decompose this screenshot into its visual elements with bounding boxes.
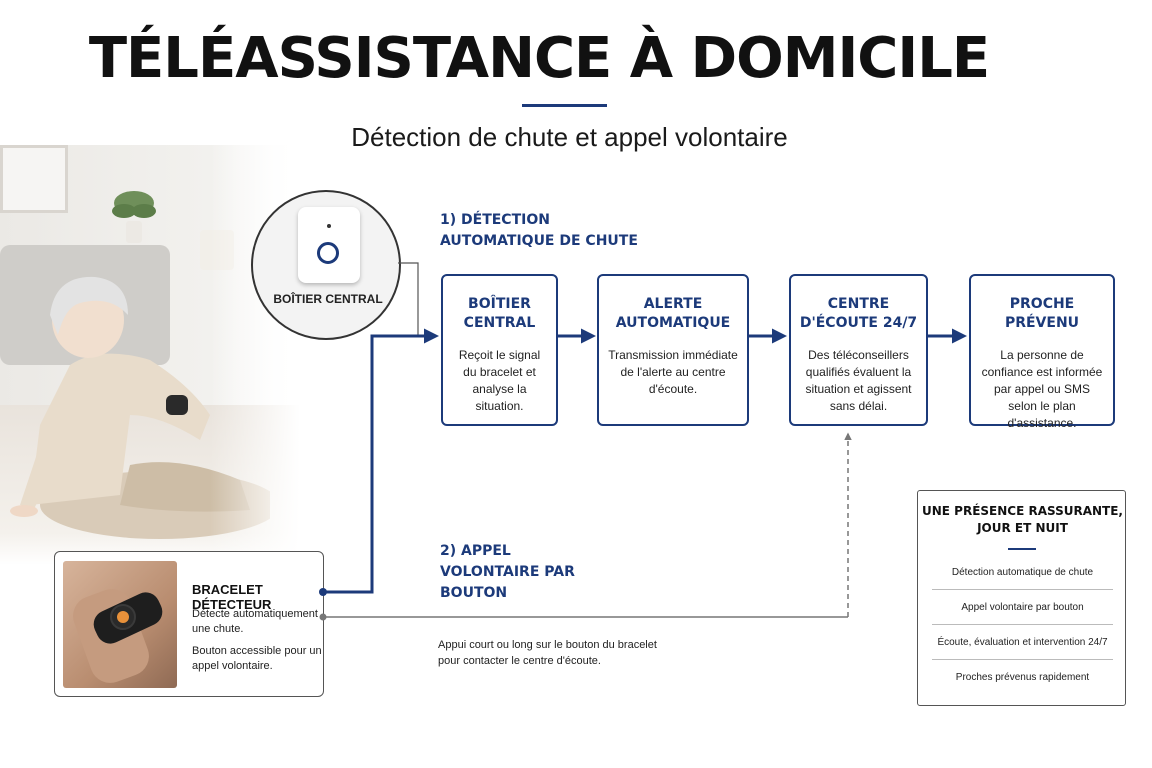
section-automatic-detection-title: 1) DÉTECTION AUTOMATIQUE DE CHUTE (440, 212, 638, 249)
section-voluntary-call-title: 2) APPEL VOLONTAIRE PAR BOUTON (440, 543, 575, 601)
summary-item: Détection automatique de chute (951, 567, 1094, 578)
flow-step-desc: Transmission immédiate de l'alerte au ce… (608, 348, 738, 396)
flow-step-desc: Reçoit le signal du bracelet et analyse … (458, 348, 541, 413)
bracelet-desc-detection: Détecte automatiquement une chute. (192, 608, 318, 635)
voluntary-call-desc: Appui court ou long sur le bouton du bra… (438, 639, 657, 667)
summary-divider (932, 589, 1113, 590)
summary-item: Appel volontaire par bouton (961, 602, 1084, 613)
scene-fade (0, 145, 300, 565)
page-subtitle: Détection de chute et appel volontaire (351, 122, 788, 152)
central-device-icon (298, 207, 360, 283)
device-leader-line (398, 262, 419, 336)
flow-step-title: ALERTE AUTOMATIQUE (615, 296, 731, 331)
fall-scene-illustration (0, 145, 300, 565)
flow-step-title: BOÎTIER CENTRAL (463, 296, 536, 331)
summary-divider (932, 624, 1113, 625)
central-device-callout: BOÎTIER CENTRAL (251, 190, 401, 340)
bracelet-icon (73, 589, 163, 683)
flow-step-title: CENTRE D'ÉCOUTE 24/7 (799, 296, 918, 331)
flow-step-title: PROCHE PRÉVENU (1004, 296, 1080, 331)
summary-card: UNE PRÉSENCE RASSURANTE, JOUR ET NUIT Dé… (917, 490, 1126, 706)
summary-divider (932, 659, 1113, 660)
title-underline (522, 104, 607, 107)
summary-item: Proches prévenus rapidement (955, 672, 1090, 683)
flow-step-central-unit: BOÎTIER CENTRAL Reçoit le signal du brac… (441, 274, 558, 426)
flow-step-desc: Des téléconseillers qualifiés évaluent l… (805, 348, 912, 413)
page-title: TÉLÉASSISTANCE À DOMICILE (88, 26, 990, 91)
device-led-icon (327, 224, 331, 228)
flow-step-listening-center: CENTRE D'ÉCOUTE 24/7 Des téléconseillers… (789, 274, 928, 426)
flow-step-desc: La personne de confiance est informée pa… (981, 348, 1103, 430)
bracelet-to-central-arrow (323, 328, 439, 594)
flow-step-relative-notified: PROCHE PRÉVENU La personne de confiance … (969, 274, 1115, 430)
bracelet-desc-button: Bouton accessible pour un appel volontai… (192, 645, 322, 672)
summary-item: Écoute, évaluation et intervention 24/7 (937, 637, 1108, 648)
summary-title: UNE PRÉSENCE RASSURANTE, JOUR ET NUIT (922, 504, 1123, 535)
summary-underline (1008, 548, 1036, 550)
central-device-label: BOÎTIER CENTRAL (273, 292, 383, 306)
bracelet-detector-card: BRACELET DÉTECTEUR Détecte automatiqueme… (54, 551, 324, 697)
flow-step-automatic-alert: ALERTE AUTOMATIQUE Transmission immédiat… (597, 274, 749, 426)
bracelet-photo (63, 561, 177, 688)
device-button-icon (317, 242, 339, 264)
bracelet-title: BRACELET DÉTECTEUR (192, 582, 272, 612)
